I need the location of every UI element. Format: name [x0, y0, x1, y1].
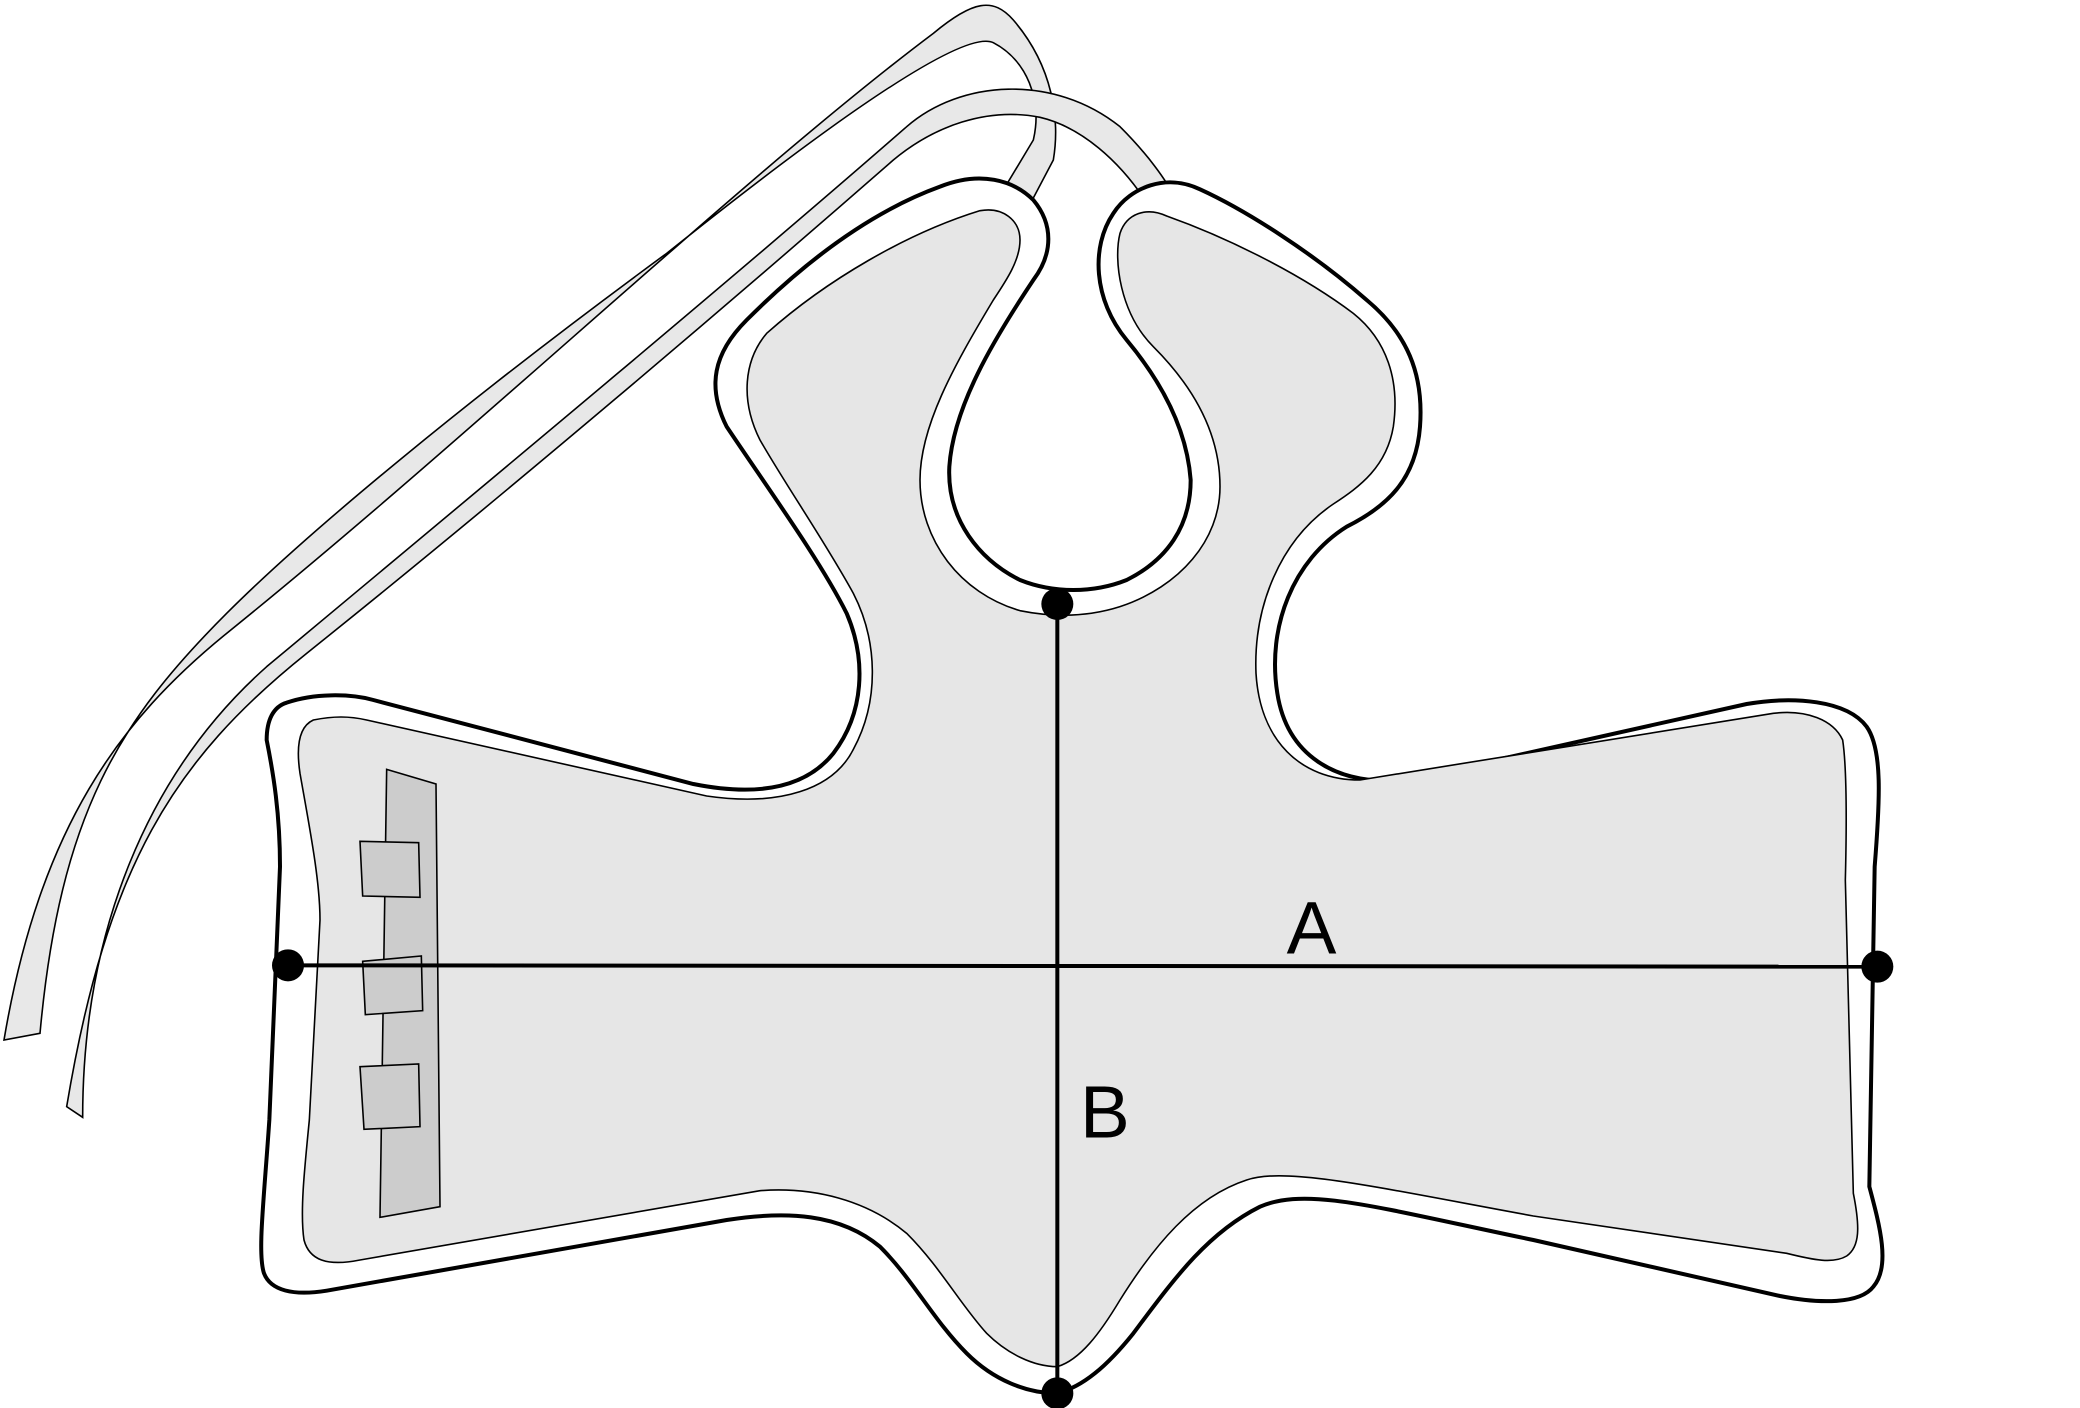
closure-strip-group: [359, 768, 441, 1219]
measurement-b-top-point: [1041, 588, 1074, 620]
measurement-a-left-point: [272, 949, 304, 982]
closure-tab-3: [359, 1063, 421, 1131]
measurement-a: A: [272, 885, 1894, 983]
measurement-b: B: [1041, 588, 1130, 1408]
garment-body: [297, 209, 1859, 1368]
tie-strap-upper: [3, 4, 1057, 1041]
measurement-label-b: B: [1080, 1069, 1130, 1153]
measurement-label-a: A: [1287, 885, 1337, 969]
measurement-line-a: [287, 963, 1878, 969]
closure-tab-2: [361, 955, 424, 1016]
measurement-a-right-point: [1861, 950, 1894, 983]
closure-tab-1: [359, 840, 421, 899]
measurement-b-bottom-point: [1041, 1377, 1074, 1408]
